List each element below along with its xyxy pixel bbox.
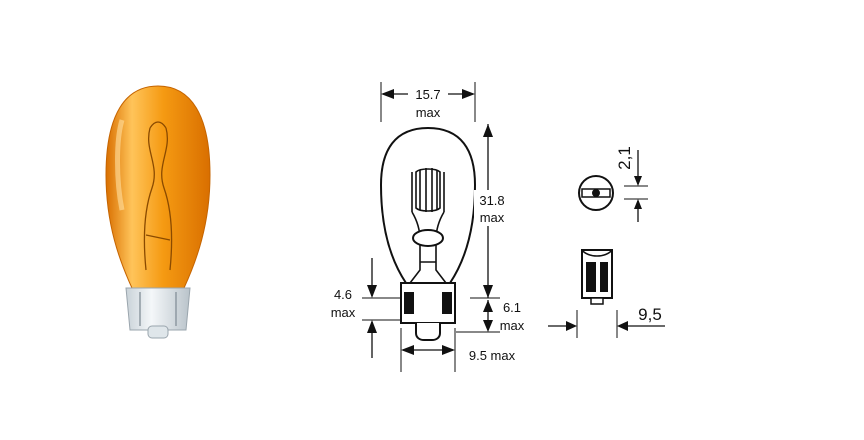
- bulb-base: [125, 287, 191, 331]
- dim-height-total: 31.8 max: [470, 124, 505, 299]
- dim-height-total-value: 31.8: [479, 193, 504, 208]
- dim-width-top: 15.7 max: [380, 82, 476, 122]
- bulb-glass: [105, 85, 211, 289]
- dim-width-top-value: 15.7: [415, 87, 440, 102]
- dim-base-left: 4.6 max: [331, 258, 400, 358]
- dim-base-right-qualifier: max: [500, 318, 525, 333]
- dim-base-right-value: 6.1: [503, 300, 521, 315]
- bulb-outline-drawing: [379, 126, 477, 341]
- dim-base-width-label: 9.5 max: [469, 348, 516, 363]
- dim-base-left-qualifier: max: [331, 305, 356, 320]
- filament: [143, 121, 173, 271]
- top-view: 2,1: [578, 146, 648, 222]
- dim-base-left-value: 4.6: [334, 287, 352, 302]
- dim-base-width: 9.5 max: [400, 328, 516, 372]
- dim-side-height: 2,1: [615, 146, 634, 170]
- side-view: 9,5: [548, 249, 665, 338]
- dim-side-width: 9,5: [638, 305, 662, 324]
- bulb-photo: [105, 85, 211, 339]
- dim-width-top-qualifier: max: [416, 105, 441, 120]
- dim-height-total-qualifier: max: [480, 210, 505, 225]
- dim-base-right: 6.1 max: [456, 300, 525, 333]
